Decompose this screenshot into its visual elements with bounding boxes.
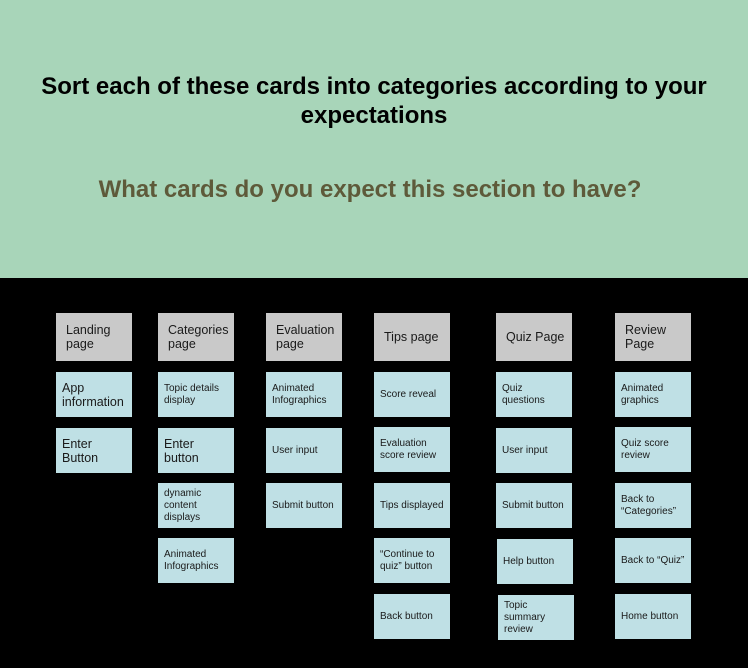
item-card[interactable]: Submit button: [266, 483, 342, 528]
item-card[interactable]: Home button: [615, 594, 691, 639]
category-card[interactable]: Tips page: [374, 313, 450, 361]
item-card[interactable]: Back to “Quiz”: [615, 538, 691, 583]
item-card[interactable]: Topic details display: [158, 372, 234, 417]
item-card[interactable]: Evaluation score review: [374, 427, 450, 472]
item-card[interactable]: Animated graphics: [615, 372, 691, 417]
item-card[interactable]: Back to “Categories”: [615, 483, 691, 528]
item-card[interactable]: Tips displayed: [374, 483, 450, 528]
category-card[interactable]: Evaluation page: [266, 313, 342, 361]
category-card[interactable]: Categories page: [158, 313, 234, 361]
item-card[interactable]: App information: [56, 372, 132, 417]
item-card[interactable]: Topic summary review: [498, 595, 574, 640]
section-question: What cards do you expect this section to…: [98, 176, 642, 203]
item-card[interactable]: Help button: [497, 539, 573, 584]
category-card[interactable]: Quiz Page: [496, 313, 572, 361]
item-card[interactable]: dynamic content displays: [158, 483, 234, 528]
item-card[interactable]: User input: [496, 428, 572, 473]
item-card[interactable]: Animated Infographics: [158, 538, 234, 583]
item-card[interactable]: Enter button: [158, 428, 234, 473]
item-card[interactable]: “Continue to quiz” button: [374, 538, 450, 583]
instructions-header: Sort each of these cards into categories…: [0, 0, 748, 278]
category-card[interactable]: Landing page: [56, 313, 132, 361]
item-card[interactable]: Animated Infographics: [266, 372, 342, 417]
item-card[interactable]: Back button: [374, 594, 450, 639]
category-card[interactable]: Review Page: [615, 313, 691, 361]
item-card[interactable]: Submit button: [496, 483, 572, 528]
item-card[interactable]: Score reveal: [374, 372, 450, 417]
item-card[interactable]: User input: [266, 428, 342, 473]
item-card[interactable]: Enter Button: [56, 428, 132, 473]
item-card[interactable]: Quiz questions: [496, 372, 572, 417]
item-card[interactable]: Quiz score review: [615, 427, 691, 472]
page-title: Sort each of these cards into categories…: [41, 73, 707, 129]
